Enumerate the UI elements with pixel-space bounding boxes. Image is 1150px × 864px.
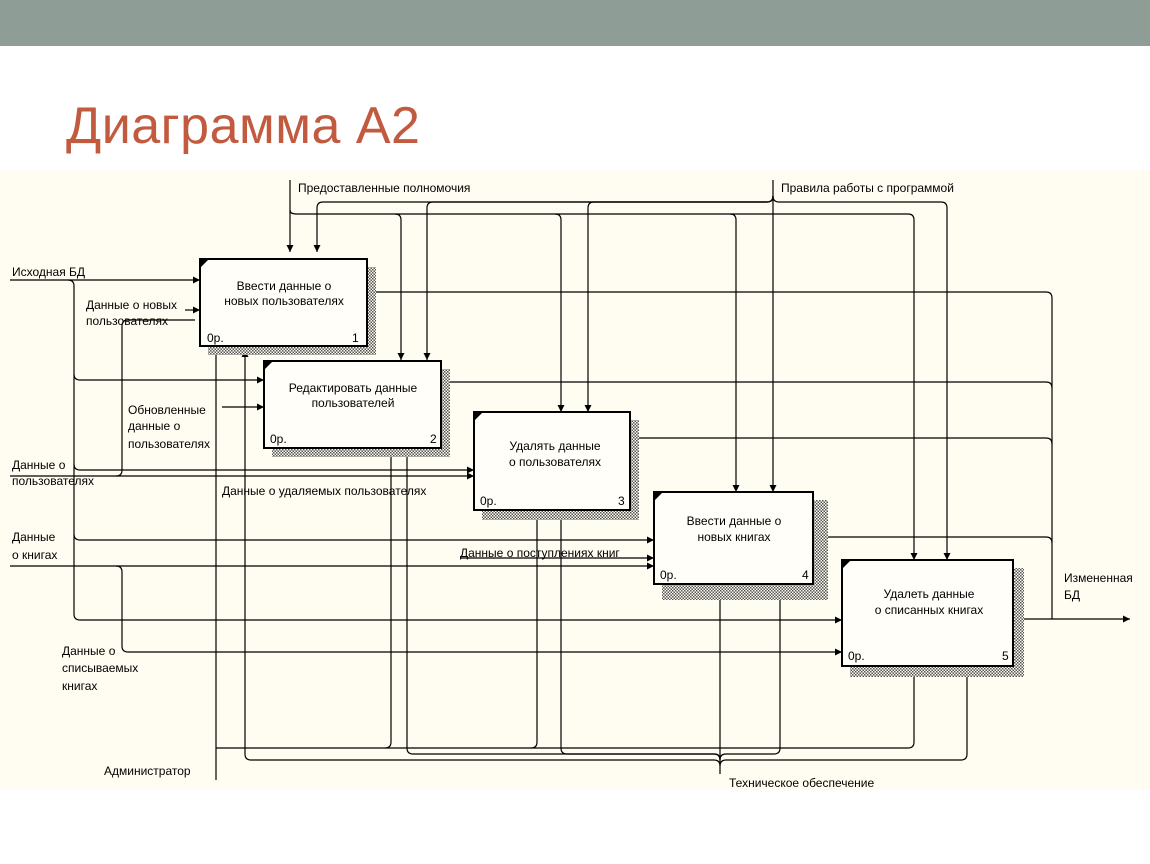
label-users-data-2: пользователях	[12, 474, 94, 488]
label-output-db-2: БД	[1064, 588, 1080, 602]
activity-box-1: Ввести данные о новых пользователях 0р. …	[199, 258, 376, 355]
activity-number-2: 2	[430, 432, 437, 446]
activity-number-5: 5	[1002, 649, 1009, 663]
activity-label-4b: новых книгах	[697, 530, 770, 544]
activity-label-5b: о списанных книгах	[875, 603, 983, 617]
label-mechanism-admin: Администратор	[104, 764, 191, 778]
label-books-arrivals: Данные о поступлениях книг	[460, 546, 620, 560]
activity-number-3: 3	[618, 494, 625, 508]
idef0-diagram-area: Ввести данные о новых пользователях 0р. …	[0, 170, 1150, 790]
label-written-off-2: списываемых	[62, 661, 138, 675]
label-input-db: Исходная БД	[12, 265, 85, 279]
label-deleted-users-data: Данные о удаляемых пользователях	[222, 484, 426, 498]
label-controls-left: Предоставленные полномочия	[298, 181, 470, 195]
activity-cost-1: 0р.	[207, 331, 224, 345]
label-users-data-1: Данные о	[12, 458, 66, 472]
activity-cost-5: 0р.	[848, 649, 865, 663]
label-new-users-data-2: пользователях	[86, 314, 168, 328]
activity-label-3a: Удалять данные	[509, 439, 600, 453]
activity-label-2a: Редактировать данные	[289, 381, 418, 395]
activity-label-4a: Ввести данные о	[687, 514, 782, 528]
activity-cost-3: 0р.	[480, 494, 497, 508]
label-updated-data-2: данные о	[128, 419, 181, 433]
label-books-data-1: Данные	[12, 530, 56, 544]
label-books-data-2: о книгах	[12, 548, 57, 562]
label-written-off-1: Данные о	[62, 644, 116, 658]
label-output-db-1: Измененная	[1064, 571, 1133, 585]
idef0-diagram: Ввести данные о новых пользователях 0р. …	[10, 180, 1133, 790]
label-mechanism-hw: Техническое обеспечение	[729, 776, 875, 790]
activity-number-1: 1	[352, 331, 359, 345]
activity-label-5a: Удалеть данные	[884, 587, 975, 601]
activity-label-3b: о пользователях	[509, 455, 601, 469]
label-updated-data-1: Обновленные	[128, 403, 206, 417]
arrow-labels: Предоставленные полномочия Правила работ…	[12, 181, 1133, 790]
activity-label-1b: новых пользователях	[224, 294, 344, 308]
label-written-off-3: книгах	[62, 679, 97, 693]
slide-top-bar	[0, 0, 1150, 46]
activity-label-1a: Ввести данные о	[237, 279, 332, 293]
slide-title: Диаграмма А2	[66, 97, 421, 155]
label-new-users-data-1: Данные о новых	[86, 298, 177, 312]
activity-box-2: Редактировать данные пользователей 0р. 2	[263, 360, 450, 457]
activity-box-4: Ввести данные о новых книгах 0р. 4	[653, 491, 828, 600]
activity-cost-4: 0р.	[660, 568, 677, 582]
activity-box-5: Удалеть данные о списанных книгах 0р. 5	[841, 559, 1024, 677]
activity-box-3: Удалять данные о пользователях 0р. 3	[473, 411, 639, 520]
activity-label-2b: пользователей	[312, 396, 395, 410]
connector-lines	[10, 180, 1130, 780]
activity-number-4: 4	[802, 568, 809, 582]
activity-cost-2: 0р.	[270, 432, 287, 446]
label-controls-right: Правила работы с программой	[781, 181, 954, 195]
label-updated-data-3: пользователях	[128, 437, 210, 451]
